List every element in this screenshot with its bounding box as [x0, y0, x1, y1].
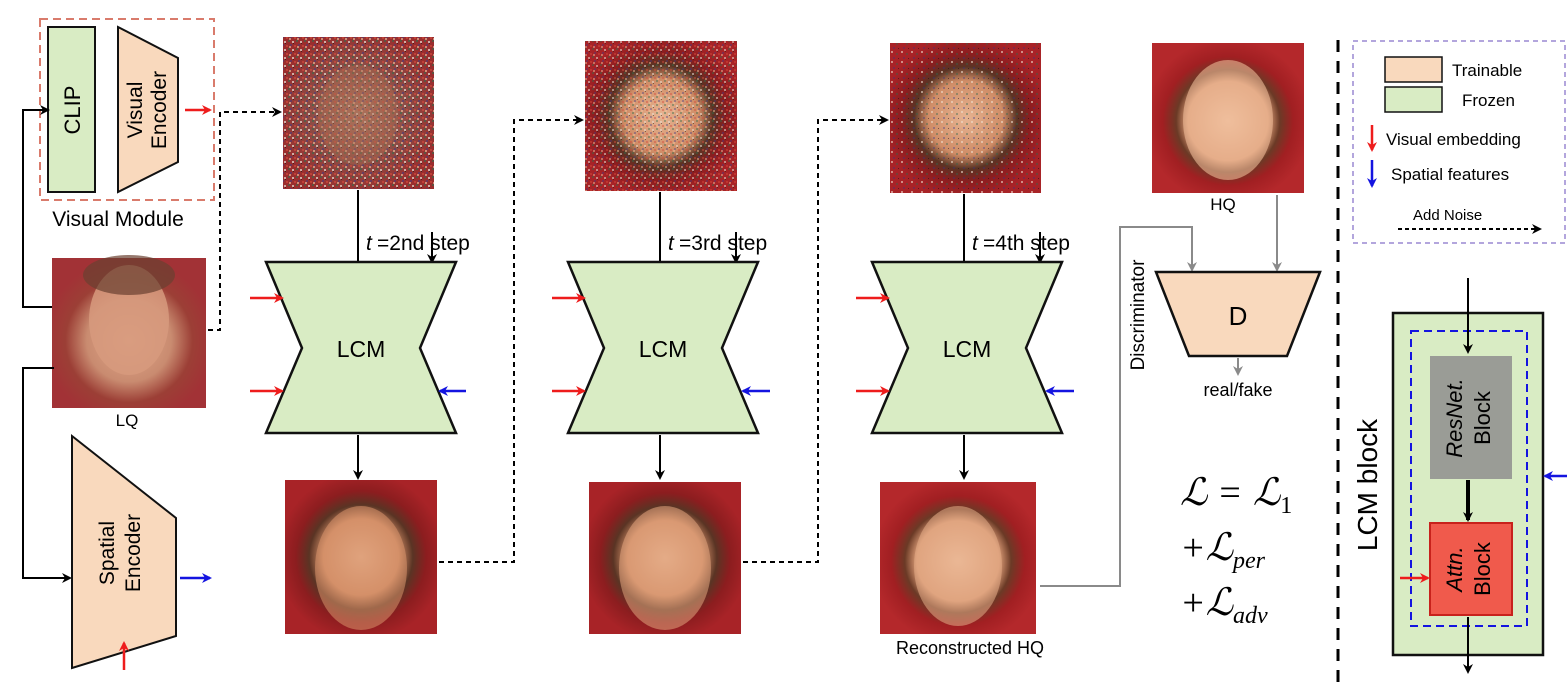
- spatial-encoder-line2: Encoder: [122, 514, 145, 592]
- lcm-2-label: LCM: [639, 336, 688, 362]
- attn-block: [1429, 522, 1513, 616]
- lq-caption: LQ: [116, 411, 139, 430]
- noise-path-2: [439, 115, 584, 563]
- step3-t: t: [972, 232, 979, 255]
- clip-box: [47, 26, 96, 193]
- legend-spatial-features-label: Spatial features: [1391, 165, 1509, 184]
- visual-encoder-trapezoid: [117, 25, 179, 194]
- discriminator-side-label: Discriminator: [1128, 259, 1149, 371]
- reconstructed-hq-image: [880, 482, 1036, 634]
- discriminator: D: [1154, 270, 1322, 376]
- visual-encoder-line1: Visual: [124, 82, 147, 139]
- noisy-image-step3: [890, 43, 1041, 193]
- lcm-3-label: LCM: [943, 336, 992, 362]
- output-image-step2: [589, 482, 741, 634]
- attn-block-italic: Attn.: [1442, 546, 1467, 593]
- reconstructed-hq-caption: Reconstructed HQ: [896, 638, 1044, 658]
- loss-line3: +ℒadv: [1180, 582, 1268, 629]
- lcm-2: LCM: [552, 260, 770, 435]
- lcm-2-shape: [566, 260, 760, 435]
- lq-to-visual-line: [22, 105, 54, 308]
- legend-frozen-label: Frozen: [1462, 91, 1515, 110]
- noise-path-3: [743, 115, 889, 563]
- lq-image: [52, 255, 206, 408]
- legend-trainable-label: Trainable: [1452, 61, 1522, 80]
- spatial-encoder: Spatial Encoder: [71, 433, 212, 670]
- legend-frozen-swatch: [1384, 86, 1443, 113]
- visual-encoder-line2: Encoder: [148, 71, 171, 149]
- lq-to-spatial-line: [22, 367, 72, 583]
- step1-t: t: [366, 232, 373, 255]
- legend-trainable-swatch: [1384, 56, 1443, 83]
- lcm-1-label: LCM: [337, 336, 386, 362]
- resnet-block: [1430, 356, 1512, 479]
- legend-add-noise-label: Add Noise: [1413, 207, 1482, 224]
- resnet-block-word: Block: [1470, 390, 1495, 445]
- visual-module-frame: [39, 18, 215, 201]
- noise-path-1: [208, 107, 282, 331]
- step2-label: =3rd step: [679, 232, 767, 255]
- lcm-block-title: LCM block: [1352, 418, 1383, 551]
- resnet-block-italic: ResNet.: [1442, 378, 1467, 457]
- reconstructed-to-discriminator: [1040, 226, 1197, 587]
- hq-image: [1152, 43, 1304, 193]
- step2-t: t: [668, 232, 675, 255]
- discriminator-trapezoid: [1154, 270, 1322, 358]
- lcm-3-shape: [870, 260, 1064, 435]
- step3-label: =4th step: [983, 232, 1070, 255]
- discriminator-label: D: [1229, 301, 1248, 331]
- legend: Trainable Frozen Visual embedding Spatia…: [1352, 40, 1566, 244]
- noisy-image-step2: [585, 41, 737, 191]
- visual-module: CLIP Visual Encoder Visual Module: [39, 18, 215, 231]
- step1-label: =2nd step: [377, 232, 470, 255]
- output-image-step1: [285, 480, 437, 634]
- loss-line1: ℒ=ℒ1: [1180, 472, 1292, 519]
- spatial-encoder-trapezoid: [71, 433, 177, 670]
- lcm-1: LCM: [250, 260, 466, 435]
- lcm-1-shape: [264, 260, 458, 435]
- clip-label: CLIP: [60, 86, 85, 135]
- noisy-image-step1: [283, 37, 434, 189]
- lcm-3: LCM: [856, 260, 1074, 435]
- attn-block-word: Block: [1470, 541, 1495, 596]
- loss-line2: +ℒper: [1180, 527, 1266, 574]
- discriminator-output-label: real/fake: [1203, 380, 1272, 400]
- hq-caption: HQ: [1210, 195, 1236, 214]
- loss-equation: ℒ=ℒ1 +ℒper +ℒadv: [1180, 472, 1292, 629]
- spatial-encoder-line1: Spatial: [96, 521, 119, 585]
- lcm-block-detail: LCM block ResNet. Block Attn. Block: [1352, 278, 1567, 674]
- visual-module-caption: Visual Module: [52, 208, 184, 231]
- legend-visual-embedding-label: Visual embedding: [1386, 130, 1521, 149]
